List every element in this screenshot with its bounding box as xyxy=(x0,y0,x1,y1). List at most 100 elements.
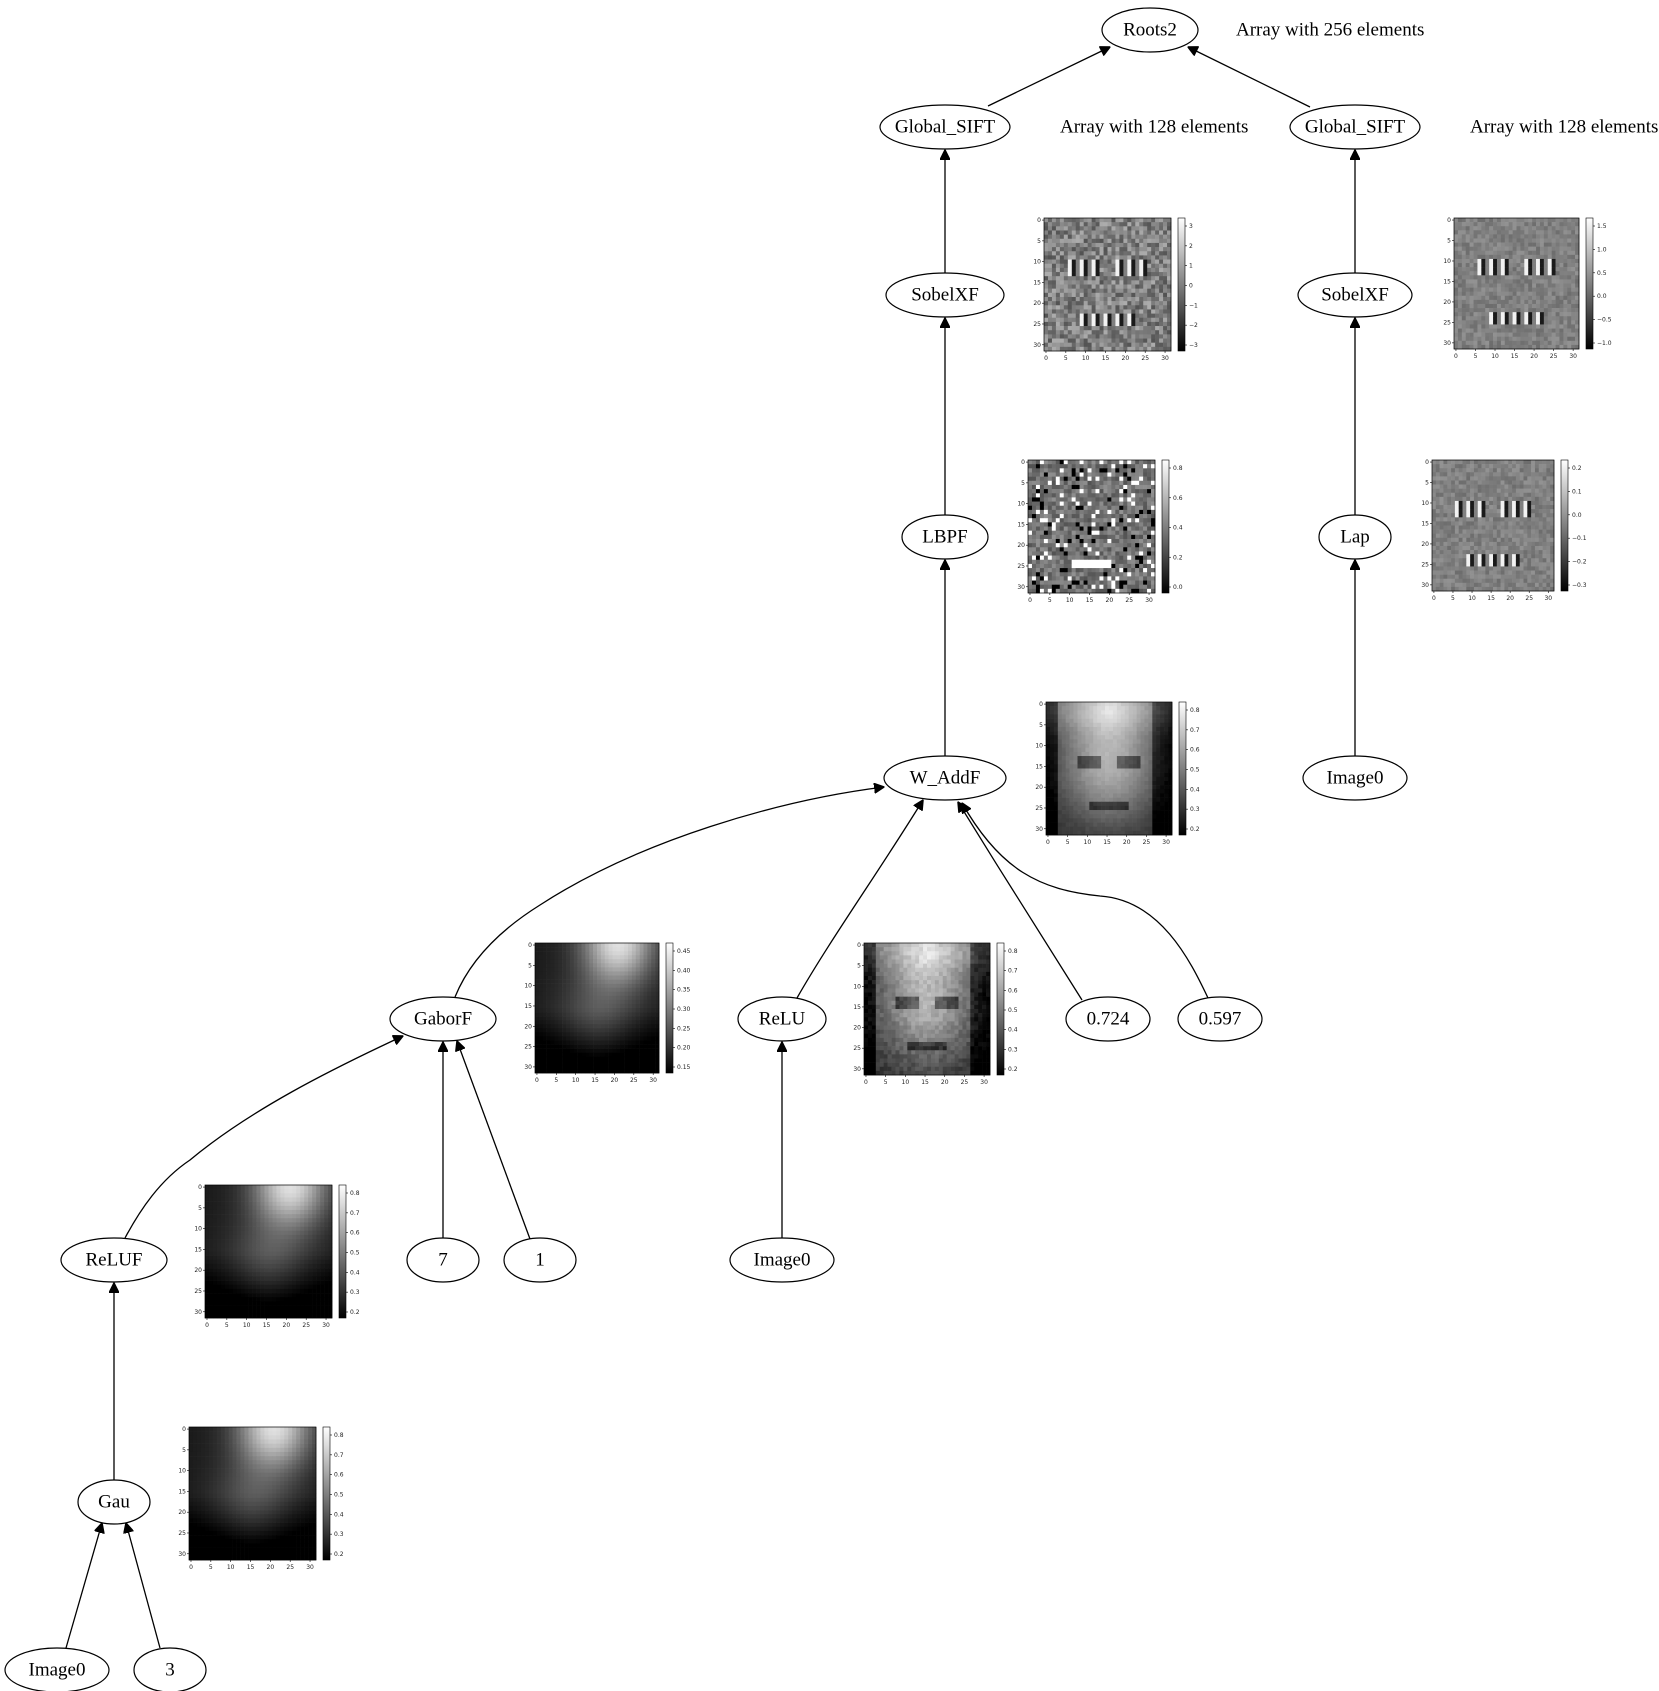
node-const_3[interactable]: 3 xyxy=(133,1647,207,1691)
y-tick-label: 15 xyxy=(1443,278,1451,285)
x-tick-label: 20 xyxy=(1506,595,1514,602)
x-tick-label: 15 xyxy=(1102,355,1110,362)
node-const_1[interactable]: 1 xyxy=(503,1237,577,1283)
node-const_0597[interactable]: 0.597 xyxy=(1177,996,1263,1042)
y-tick-label: 15 xyxy=(524,1003,532,1010)
y-tick-label: 20 xyxy=(524,1023,532,1030)
node-label: Lap xyxy=(1340,527,1370,548)
x-tick-label: 15 xyxy=(1103,839,1111,846)
heatmap-thumbnail-gaborf: 0055101015152020252530300.450.400.350.30… xyxy=(524,942,690,1084)
node-global_sift_right[interactable]: Global_SIFT xyxy=(1289,104,1421,150)
x-tick-label: 25 xyxy=(961,1079,969,1086)
node-gau[interactable]: Gau xyxy=(77,1479,151,1525)
x-tick-label: 25 xyxy=(1143,839,1151,846)
heatmap-frame xyxy=(534,942,660,1074)
colorbar-tick-label: 0.1 xyxy=(1572,488,1582,495)
node-global_sift_left[interactable]: Global_SIFT xyxy=(879,104,1011,150)
colorbar-tick-label: 0.3 xyxy=(1008,1046,1018,1053)
colorbar-tick-label: 0.4 xyxy=(1008,1027,1018,1034)
edge-global_sift_left-to-roots2 xyxy=(987,47,1110,107)
node-reluf[interactable]: ReLUF xyxy=(60,1237,168,1283)
node-const_7[interactable]: 7 xyxy=(406,1237,480,1283)
x-tick-label: 20 xyxy=(267,1564,275,1571)
y-tick-label: 15 xyxy=(194,1246,202,1253)
y-tick-label: 0 xyxy=(1037,217,1041,224)
x-tick-label: 25 xyxy=(1550,353,1558,360)
x-tick-label: 25 xyxy=(286,1564,294,1571)
colorbar-tick-label: 0.3 xyxy=(350,1289,360,1296)
colorbar-tick-label: 3 xyxy=(1189,223,1193,230)
heatmap-image xyxy=(1028,460,1156,594)
y-tick-label: 30 xyxy=(524,1064,532,1071)
node-ellipse xyxy=(1065,996,1151,1042)
edge-const_0724-to-w_addf xyxy=(958,802,1083,1001)
edge-const_0597-to-w_addf xyxy=(962,803,1209,999)
node-label: 7 xyxy=(438,1250,448,1271)
node-ellipse xyxy=(901,514,989,560)
heatmap-thumbnail-sobelxf_right: 0055101015152020252530301.51.00.50.0−0.5… xyxy=(1443,217,1611,360)
node-image0_left[interactable]: Image0 xyxy=(4,1647,110,1691)
x-tick-label: 0 xyxy=(1046,839,1050,846)
y-tick-label: 15 xyxy=(1033,279,1041,286)
node-image0_mid[interactable]: Image0 xyxy=(729,1237,835,1283)
x-tick-label: 30 xyxy=(1162,839,1170,846)
node-ellipse xyxy=(1297,272,1413,318)
y-tick-label: 25 xyxy=(194,1288,202,1295)
node-lap[interactable]: Lap xyxy=(1318,514,1392,560)
node-image0_right[interactable]: Image0 xyxy=(1302,755,1408,801)
colorbar-tick-label: 0.2 xyxy=(350,1309,360,1316)
node-label: ReLUF xyxy=(86,1250,143,1271)
y-tick-label: 0 xyxy=(182,1426,186,1433)
colorbar xyxy=(666,943,673,1073)
node-label: Image0 xyxy=(754,1250,811,1271)
edges-layer xyxy=(65,47,1355,1649)
node-sobelxf_right[interactable]: SobelXF xyxy=(1297,272,1413,318)
colorbar-tick-label: 0.30 xyxy=(677,1006,691,1013)
colorbar-tick-label: 0.5 xyxy=(334,1492,344,1499)
edge-gaborf-to-w_addf xyxy=(454,787,884,998)
node-relu[interactable]: ReLU xyxy=(737,996,827,1042)
x-tick-label: 25 xyxy=(302,1322,310,1329)
colorbar-tick-label: 0.2 xyxy=(1190,826,1200,833)
y-tick-label: 0 xyxy=(1425,459,1429,466)
x-tick-label: 30 xyxy=(649,1077,657,1084)
edge-reluf-to-gaborf xyxy=(124,1036,403,1239)
colorbar-tick-label: −2 xyxy=(1189,322,1198,329)
y-tick-label: 0 xyxy=(1039,701,1043,708)
node-label: W_AddF xyxy=(910,768,981,789)
y-tick-label: 5 xyxy=(1425,480,1429,487)
node-const_0724[interactable]: 0.724 xyxy=(1065,996,1151,1042)
x-tick-label: 20 xyxy=(941,1079,949,1086)
colorbar xyxy=(323,1427,330,1560)
colorbar-tick-label: 0.45 xyxy=(677,948,691,955)
x-tick-label: 0 xyxy=(189,1564,193,1571)
x-tick-label: 25 xyxy=(630,1077,638,1084)
x-tick-label: 25 xyxy=(1141,355,1149,362)
annotation-roots2_note: Array with 256 elements xyxy=(1236,20,1424,41)
colorbar-tick-label: 0.6 xyxy=(1190,747,1200,754)
node-sobelxf_left[interactable]: SobelXF xyxy=(885,272,1005,318)
node-gaborf[interactable]: GaborF xyxy=(389,996,497,1042)
node-lbpf[interactable]: LBPF xyxy=(901,514,989,560)
y-tick-label: 25 xyxy=(1017,563,1025,570)
node-ellipse xyxy=(1289,104,1421,150)
y-tick-label: 30 xyxy=(1035,826,1043,833)
x-tick-label: 25 xyxy=(1125,597,1133,604)
y-tick-label: 20 xyxy=(1421,541,1429,548)
y-tick-label: 20 xyxy=(1035,784,1043,791)
node-w_addf[interactable]: W_AddF xyxy=(883,755,1007,801)
y-tick-label: 30 xyxy=(853,1066,861,1073)
heatmap-thumbnail-lap: 0055101015152020252530300.20.10.0−0.1−0.… xyxy=(1421,459,1586,602)
colorbar-tick-label: 0.0 xyxy=(1572,512,1582,519)
y-tick-label: 25 xyxy=(524,1044,532,1051)
x-tick-label: 20 xyxy=(1123,839,1131,846)
y-tick-label: 0 xyxy=(198,1184,202,1191)
node-label: SobelXF xyxy=(1321,285,1389,306)
node-roots2[interactable]: Roots2 xyxy=(1101,7,1199,53)
y-tick-label: 5 xyxy=(198,1205,202,1212)
x-tick-label: 5 xyxy=(554,1077,558,1084)
x-tick-label: 10 xyxy=(243,1322,251,1329)
x-tick-label: 5 xyxy=(209,1564,213,1571)
thumbnails-layer: 0055101015152020252530303210−1−2−3005510… xyxy=(178,217,1611,1571)
